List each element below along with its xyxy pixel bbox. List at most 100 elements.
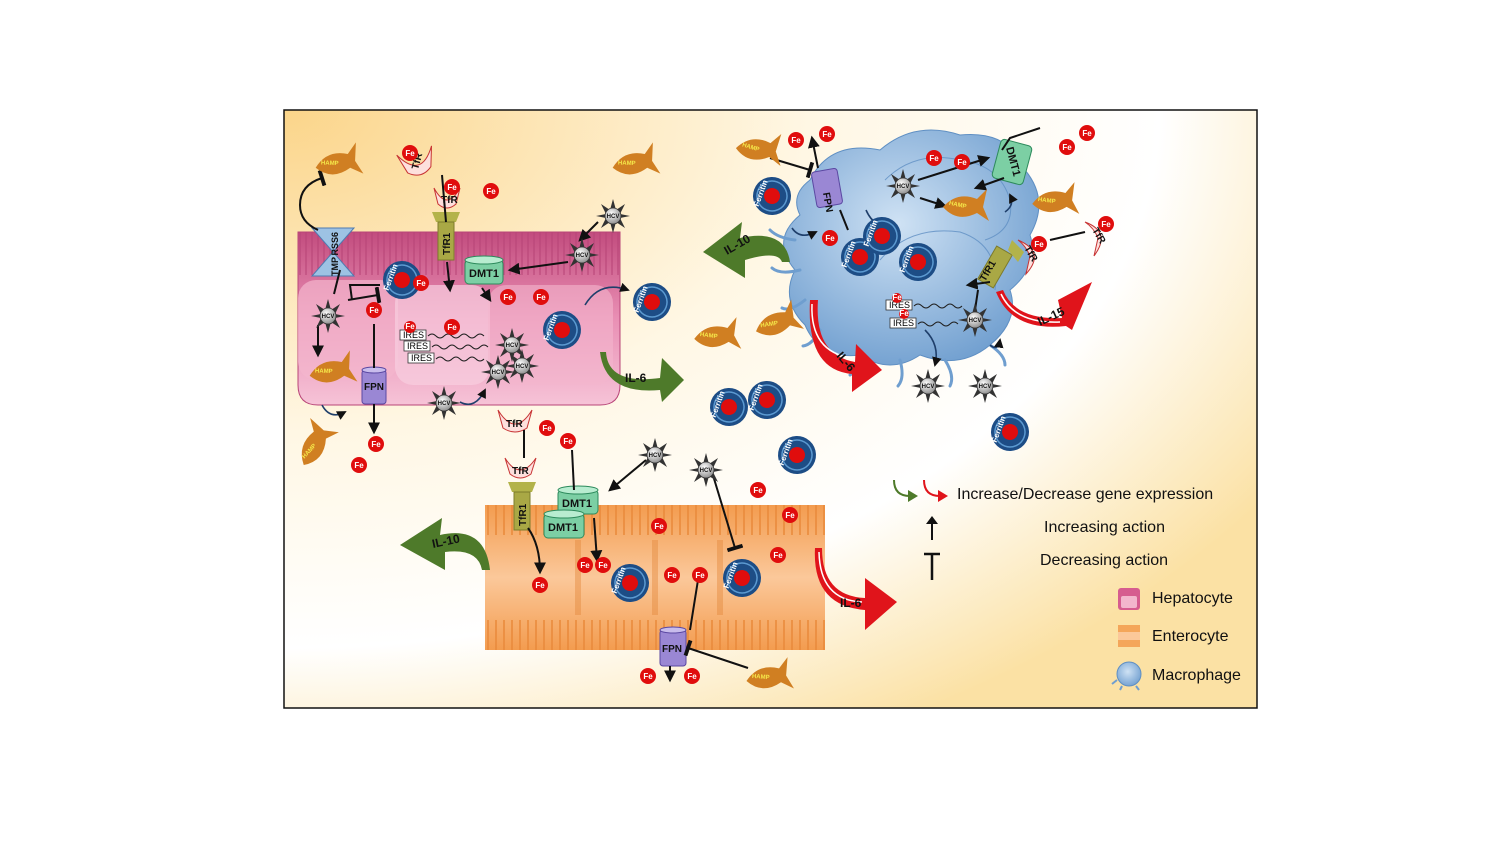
iron-ion: Fe bbox=[500, 289, 516, 305]
iron-ion: Fe bbox=[684, 668, 700, 684]
hcv-virion: HCV bbox=[481, 355, 515, 389]
hcv-virion: HCV bbox=[427, 386, 461, 420]
fpn-enterocyte: FPN bbox=[659, 626, 687, 667]
iron-ion: Fe bbox=[750, 482, 766, 498]
hamp-group: HAMP HAMP HAMP HAMP HAMP HAMP HAMP HAMP bbox=[302, 133, 1080, 689]
legend-increasing-icon bbox=[926, 516, 938, 540]
iron-ion: Fe bbox=[404, 321, 416, 333]
ferritin-particle: Ferritin bbox=[709, 388, 748, 426]
hamp-peptide: HAMP bbox=[735, 133, 782, 167]
hamp-label: HAMP bbox=[321, 160, 339, 167]
fe-label: Fe bbox=[447, 323, 457, 332]
hcv-group: HCV HCV HCV HCV HCV HCV bbox=[311, 169, 1002, 487]
fe-label: Fe bbox=[667, 571, 677, 580]
iron-ion: Fe bbox=[1031, 236, 1047, 252]
fe-label: Fe bbox=[371, 440, 381, 449]
il10-macrophage-arrow: IL-10 bbox=[703, 222, 790, 278]
iron-ion: Fe bbox=[770, 547, 786, 563]
legend-enterocyte-icon bbox=[1118, 625, 1140, 647]
iron-ion: Fe bbox=[926, 150, 942, 166]
legend-increasing-label: Increasing action bbox=[1044, 519, 1165, 536]
ires-mac-2: IRES bbox=[893, 318, 914, 328]
hcv-label: HCV bbox=[322, 314, 335, 320]
transport-arrows bbox=[321, 193, 1018, 420]
legend-decreasing-label: Decreasing action bbox=[1040, 552, 1168, 569]
hcv-label: HCV bbox=[649, 453, 662, 459]
dmt1-enterocyte: DMT1 DMT1 bbox=[543, 485, 599, 539]
fpn-enterocyte-label: FPN bbox=[662, 644, 682, 655]
hcv-label: HCV bbox=[969, 318, 982, 324]
hamp-peptide: HAMP bbox=[1032, 182, 1080, 214]
il10-enterocyte-arrow: IL-10 bbox=[400, 518, 490, 570]
hcv-virion: HCV bbox=[958, 303, 992, 337]
tfr-enterocyte-free-label: TfR bbox=[506, 419, 523, 430]
iron-ion: Fe bbox=[1079, 125, 1095, 141]
hcv-label: HCV bbox=[492, 370, 505, 376]
fe-label: Fe bbox=[580, 561, 590, 570]
hcv-label: HCV bbox=[506, 343, 519, 349]
iron-ion: Fe bbox=[664, 567, 680, 583]
fe-label: Fe bbox=[503, 293, 513, 302]
legend-gene-expression-icon bbox=[893, 479, 948, 502]
iron-ion: Fe bbox=[560, 433, 576, 449]
ires-hepatocyte: IRES IRES IRES bbox=[399, 329, 489, 364]
tfr1-hepatocyte-label: TfR1 bbox=[442, 232, 453, 255]
iron-ion: Fe bbox=[954, 154, 970, 170]
ires-hep-2: IRES bbox=[407, 341, 428, 351]
hcv-virion: HCV bbox=[565, 238, 599, 272]
fe-label: Fe bbox=[957, 158, 967, 167]
hcv-virion: HCV bbox=[596, 199, 630, 233]
legend-gene-expression-label: Increase/Decrease gene expression bbox=[957, 486, 1213, 503]
hamp-label: HAMP bbox=[741, 142, 760, 153]
fe-label: Fe bbox=[929, 154, 939, 163]
dmt1-hepatocyte-label: DMT1 bbox=[469, 268, 499, 280]
il6-enterocyte-arrow: IL-6 bbox=[814, 548, 897, 630]
fe-label: Fe bbox=[753, 486, 763, 495]
fe-label: Fe bbox=[695, 571, 705, 580]
tmprss6-protein: RSS6 TMP bbox=[310, 227, 356, 277]
fe-label: Fe bbox=[643, 672, 653, 681]
hcv-virion: HCV bbox=[311, 299, 345, 333]
ferritin-particle: Ferritin bbox=[542, 311, 581, 349]
il6-hepatocyte-label: IL-6 bbox=[625, 371, 647, 385]
iron-ion: Fe bbox=[368, 436, 384, 452]
hamp-peptide: HAMP bbox=[315, 142, 364, 175]
hcv-label: HCV bbox=[979, 384, 992, 390]
fpn-hepatocyte: FPN bbox=[361, 366, 387, 405]
ferritin-particle: Ferritin bbox=[610, 564, 649, 602]
tmprss6-label-bottom: TMP bbox=[330, 257, 340, 276]
iron-ion: Fe bbox=[595, 557, 611, 573]
legend-decreasing-icon bbox=[924, 552, 940, 580]
dmt1-hepatocyte: DMT1 bbox=[464, 255, 504, 285]
iron-ion: Fe bbox=[651, 518, 667, 534]
iron-ion: Fe bbox=[1098, 216, 1114, 232]
fe-label: Fe bbox=[563, 437, 573, 446]
hamp-peptide: HAMP bbox=[756, 299, 805, 336]
fe-label: Fe bbox=[405, 322, 415, 331]
hcv-virion: HCV bbox=[495, 328, 529, 362]
hcv-virion: HCV bbox=[968, 369, 1002, 403]
iron-ion: Fe bbox=[899, 309, 909, 319]
hamp-peptide: HAMP bbox=[943, 189, 989, 221]
tmprss6-label-top: RSS6 bbox=[330, 232, 340, 256]
iron-ion: Fe bbox=[413, 275, 429, 291]
legend-enterocyte-label: Enterocyte bbox=[1152, 628, 1229, 645]
legend-hepatocyte-label: Hepatocyte bbox=[1152, 590, 1233, 607]
hamp-label: HAMP bbox=[618, 160, 636, 167]
ires-mac-1: IRES bbox=[889, 300, 910, 310]
hamp-label: HAMP bbox=[1038, 197, 1056, 205]
fe-label: Fe bbox=[354, 461, 364, 470]
iron-ion: Fe bbox=[892, 293, 902, 303]
hcv-label: HCV bbox=[607, 214, 620, 220]
fe-label: Fe bbox=[542, 424, 552, 433]
hcv-virion: HCV bbox=[505, 349, 539, 383]
hcv-label: HCV bbox=[438, 401, 451, 407]
fe-label: Fe bbox=[785, 511, 795, 520]
fe-label: Fe bbox=[825, 234, 835, 243]
iron-ion: Fe bbox=[692, 567, 708, 583]
fe-label: Fe bbox=[687, 672, 697, 681]
hcv-virion: HCV bbox=[886, 169, 920, 203]
ferritin-particle: Ferritin bbox=[752, 177, 791, 215]
hamp-peptide: HAMP bbox=[612, 142, 661, 175]
